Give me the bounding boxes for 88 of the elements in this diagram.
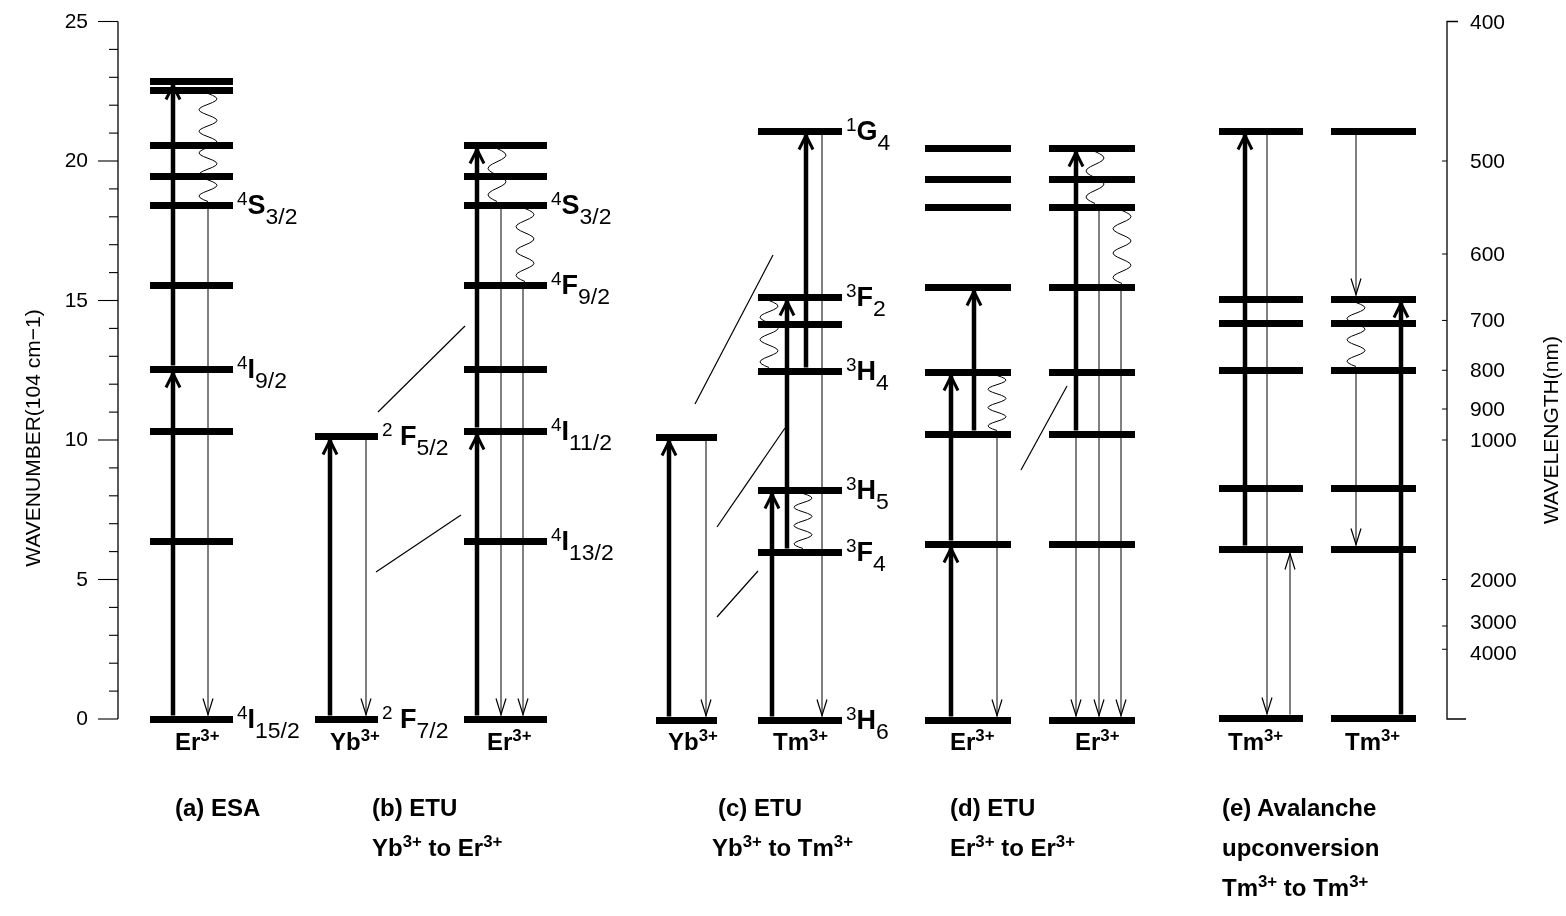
ion-label: Er$^{3+}$ xyxy=(950,728,995,756)
wavy-line xyxy=(515,208,535,282)
wavy-line xyxy=(1085,151,1105,204)
wavy-line xyxy=(487,148,507,202)
tick-label: 10 xyxy=(64,427,88,451)
wavy-line xyxy=(1346,302,1366,367)
tick-label: 25 xyxy=(64,8,88,33)
arrow xyxy=(991,437,1003,717)
term-label: $^{1}$G$_{4}$ xyxy=(846,115,891,154)
panel-caption: (d) ETU xyxy=(950,793,1036,823)
arrow xyxy=(942,547,960,717)
tick-label: 0 xyxy=(76,706,88,730)
tick-label: 4000 xyxy=(1470,641,1517,666)
axis-title: WAVENUMBER(104 cm−1) xyxy=(21,309,45,567)
arrow xyxy=(164,84,182,366)
panel-caption: (a) ESA xyxy=(175,793,261,823)
arrow xyxy=(1350,373,1362,546)
arrow xyxy=(942,375,960,541)
panel-caption: Er$^{3+}$ to Er$^{3+}$ xyxy=(950,830,1075,863)
arrow xyxy=(660,440,678,717)
panel-caption: Yb$^{3+}$ to Er$^{3+}$ xyxy=(372,830,503,863)
ion-label: Tm$^{3+}$ xyxy=(1228,728,1284,756)
tick-label: 5 xyxy=(76,566,88,591)
arrow xyxy=(763,493,781,717)
axis-title: WAVELENGTH(nm) xyxy=(1539,336,1563,524)
arrow xyxy=(700,440,712,717)
term-label: $^{4}$I$_{15/2}$ xyxy=(237,703,300,742)
panel-caption: Yb$^{3+}$ to Tm$^{3+}$ xyxy=(712,830,853,863)
arrow xyxy=(1261,134,1273,715)
arrow xyxy=(1070,437,1082,717)
term-label: $^{3}$F$_{4}$ xyxy=(846,536,886,575)
arrow xyxy=(360,439,372,716)
arrow xyxy=(164,372,182,716)
term-label: $^{2}$ F$_{7/2}$ xyxy=(382,703,449,742)
tick-label: 800 xyxy=(1470,358,1506,383)
arrow xyxy=(1284,552,1296,715)
panel-caption: Tm$^{3+}$ to Tm$^{3+}$ xyxy=(1222,870,1369,903)
arrow xyxy=(965,290,983,431)
term-label: $^{2}$ F$_{5/2}$ xyxy=(382,420,449,459)
term-label: $^{4}$S$_{3/2}$ xyxy=(237,189,298,228)
panel-caption: (b) ETU xyxy=(372,793,458,823)
ion-label: Tm$^{3+}$ xyxy=(1345,728,1401,756)
arrow xyxy=(1093,210,1105,717)
tick-label: 600 xyxy=(1470,242,1506,266)
arrow xyxy=(321,439,339,716)
tick-label: 900 xyxy=(1470,397,1506,421)
wavy-line xyxy=(987,375,1007,431)
arrow xyxy=(778,300,796,549)
ion-label: Er$^{3+}$ xyxy=(487,728,532,756)
arrow xyxy=(816,134,828,717)
term-label: $^{3}$F$_{2}$ xyxy=(846,281,886,320)
tick-label: 2000 xyxy=(1470,567,1517,592)
tick-label: 15 xyxy=(64,287,88,312)
term-label: $^{3}$H$_{5}$ xyxy=(846,474,889,513)
ion-label: Er$^{3+}$ xyxy=(1075,728,1120,756)
tick-label: 500 xyxy=(1470,149,1506,173)
tick-label: 700 xyxy=(1470,308,1506,333)
wavy-line xyxy=(1112,210,1132,284)
tick-label: 1000 xyxy=(1470,428,1517,452)
arrow xyxy=(1350,134,1362,296)
arrow xyxy=(495,208,507,716)
ion-label: Yb$^{3+}$ xyxy=(330,728,380,756)
term-label: $^{4}$I$_{11/2}$ xyxy=(551,415,612,454)
ion-label: Yb$^{3+}$ xyxy=(668,728,718,756)
arrow xyxy=(517,288,529,716)
arrow xyxy=(1392,302,1410,715)
arrow xyxy=(1067,151,1085,431)
wavy-line xyxy=(759,300,779,368)
panel-caption: (c) ETU xyxy=(718,793,802,823)
term-label: $^{4}$I$_{9/2}$ xyxy=(237,353,287,392)
wavy-line xyxy=(198,93,218,202)
wavy-line xyxy=(793,493,813,549)
tick-label: 400 xyxy=(1470,9,1506,34)
term-label: $^{4}$S$_{3/2}$ xyxy=(551,189,612,228)
term-label: $^{3}$H$_{4}$ xyxy=(846,355,889,394)
arrow xyxy=(468,434,486,716)
arrow xyxy=(1236,134,1254,546)
ion-label: Er$^{3+}$ xyxy=(175,728,220,756)
term-label: $^{4}$F$_{9/2}$ xyxy=(551,269,610,308)
term-label: $^{3}$H$_{6}$ xyxy=(846,704,889,743)
term-label: $^{4}$I$_{13/2}$ xyxy=(551,525,614,564)
arrow xyxy=(797,134,815,368)
arrow xyxy=(1115,290,1127,717)
tick-label: 3000 xyxy=(1470,610,1517,634)
arrow xyxy=(468,148,486,428)
tick-label: 20 xyxy=(64,148,88,172)
arrow xyxy=(202,208,214,716)
ion-label: Tm$^{3+}$ xyxy=(773,728,829,756)
